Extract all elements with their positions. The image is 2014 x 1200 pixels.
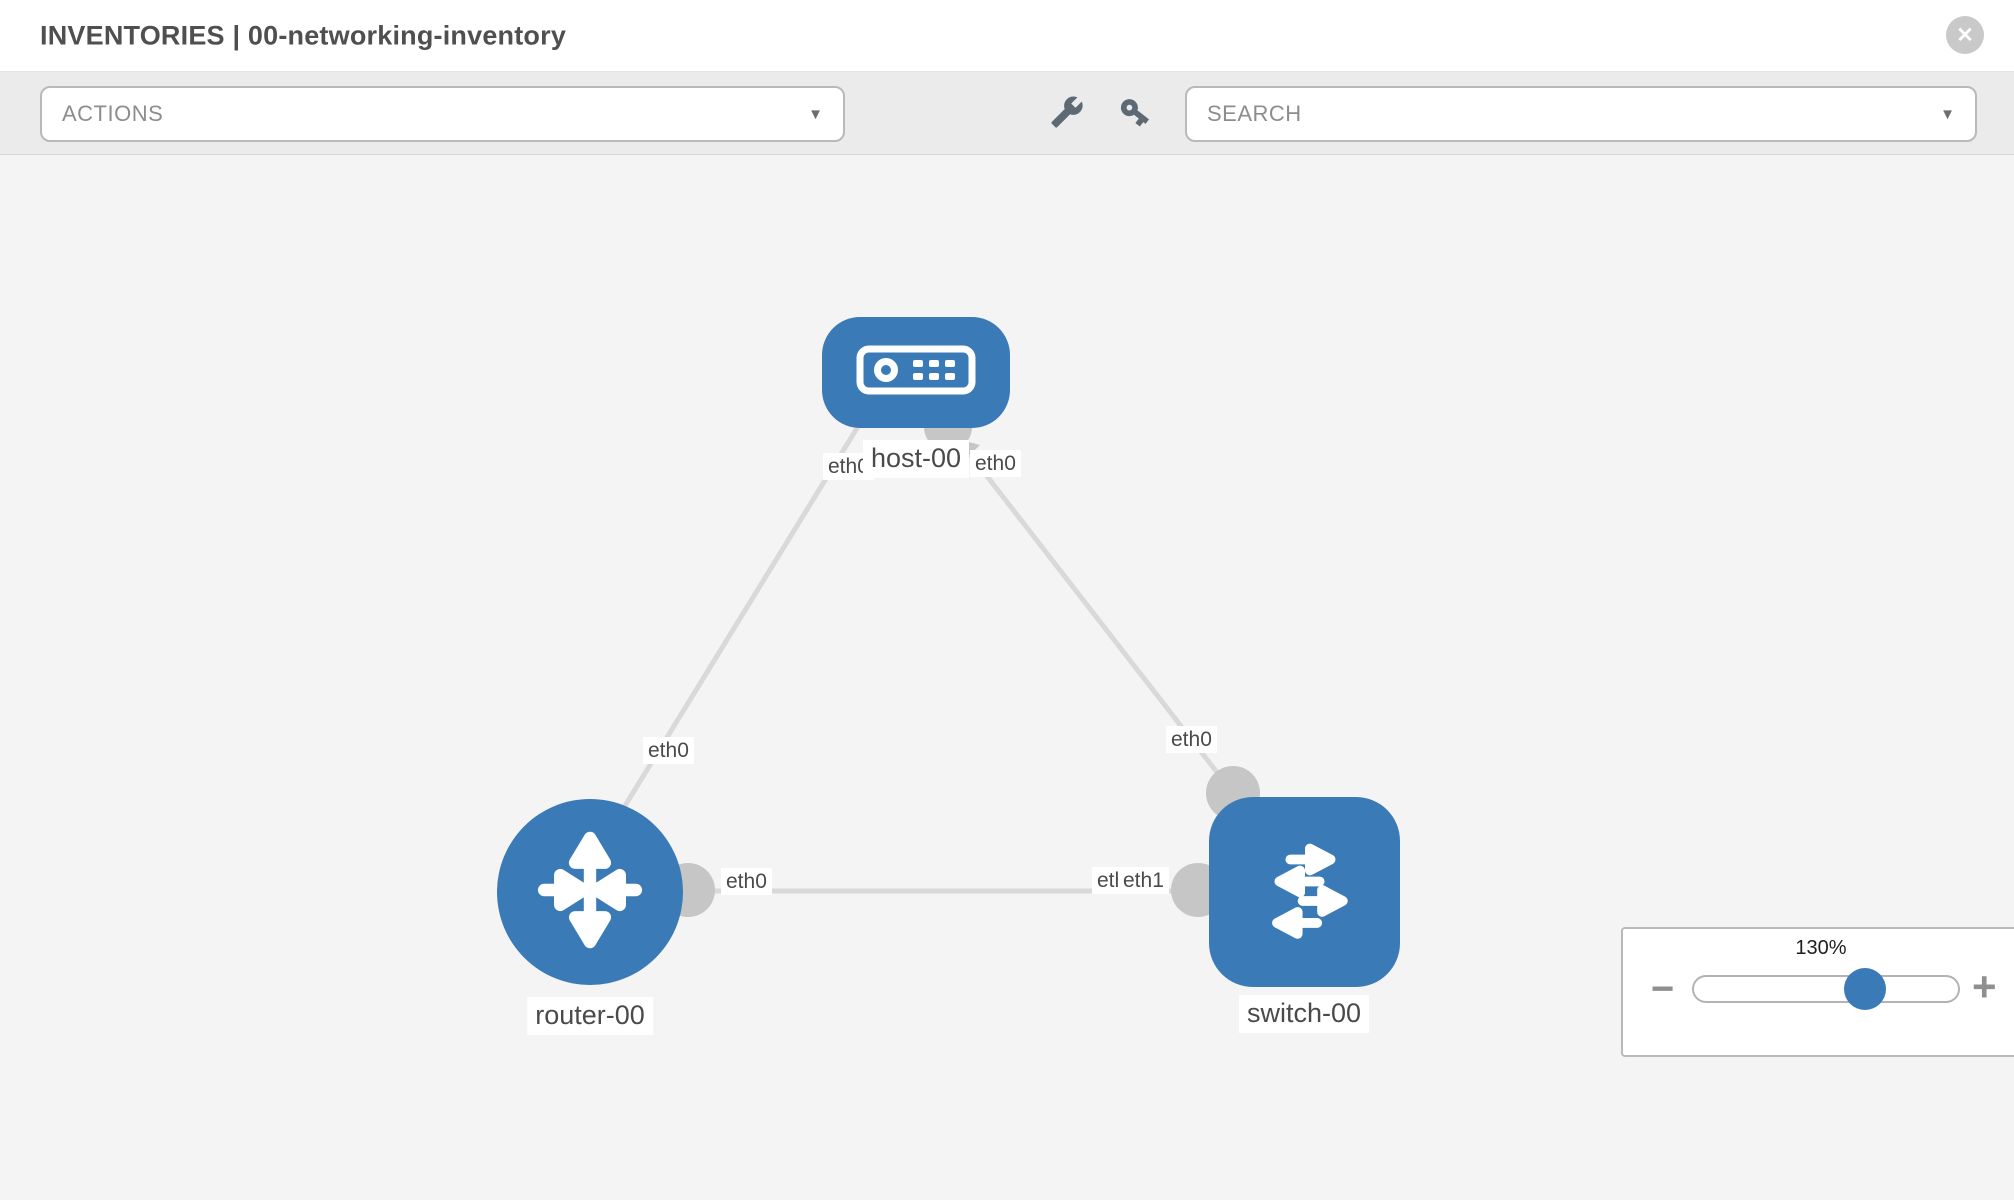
wrench-icon xyxy=(1050,95,1084,134)
search-input[interactable] xyxy=(1207,101,1929,127)
port-label-switch-eth1: eth1 xyxy=(1118,867,1169,895)
key-button[interactable] xyxy=(1109,88,1161,140)
port-label-host-eth0-right: eth0 xyxy=(970,450,1021,478)
node-label-host: host-00 xyxy=(862,440,970,478)
port-label-router-eth0: eth0 xyxy=(721,868,772,896)
chevron-down-icon: ▼ xyxy=(1940,105,1955,123)
zoom-level-text: 130% xyxy=(1795,937,1847,959)
toolbar: ACTIONS ▼ ▼ xyxy=(0,72,2014,155)
close-icon: ✕ xyxy=(1956,23,1974,47)
header-bar: INVENTORIES | 00-networking-inventory ✕ xyxy=(0,0,2014,72)
port-label-router-eth0-uplink: eth0 xyxy=(643,737,694,765)
search-dropdown[interactable]: ▼ xyxy=(1185,86,1977,142)
switch-icon xyxy=(1244,829,1366,956)
close-button[interactable]: ✕ xyxy=(1946,16,1984,54)
page-title: INVENTORIES | 00-networking-inventory xyxy=(40,20,567,50)
host-icon xyxy=(856,344,976,401)
actions-dropdown-label: ACTIONS xyxy=(62,101,164,126)
chevron-down-icon: ▼ xyxy=(808,105,823,123)
zoom-slider-track[interactable] xyxy=(1692,975,1960,1003)
node-router-00[interactable] xyxy=(497,799,683,985)
zoom-out-button[interactable]: − xyxy=(1651,967,1675,1011)
zoom-in-button[interactable]: + xyxy=(1972,963,1997,1010)
port-label-switch-eth0: eth0 xyxy=(1166,726,1217,754)
topology-canvas[interactable]: host-00 router-00 switch-00 eth0 eth0 et… xyxy=(0,156,2014,1200)
node-label-router: router-00 xyxy=(527,997,653,1035)
router-icon xyxy=(528,828,652,957)
zoom-slider-handle[interactable] xyxy=(1844,968,1886,1010)
tools-button[interactable] xyxy=(1041,88,1093,140)
node-label-switch: switch-00 xyxy=(1238,995,1370,1033)
key-icon xyxy=(1118,95,1152,134)
zoom-control-panel: 130% − + xyxy=(1621,927,2014,1057)
node-switch-00[interactable] xyxy=(1209,797,1400,987)
node-host-00[interactable] xyxy=(822,317,1010,428)
actions-dropdown[interactable]: ACTIONS ▼ xyxy=(40,86,845,142)
